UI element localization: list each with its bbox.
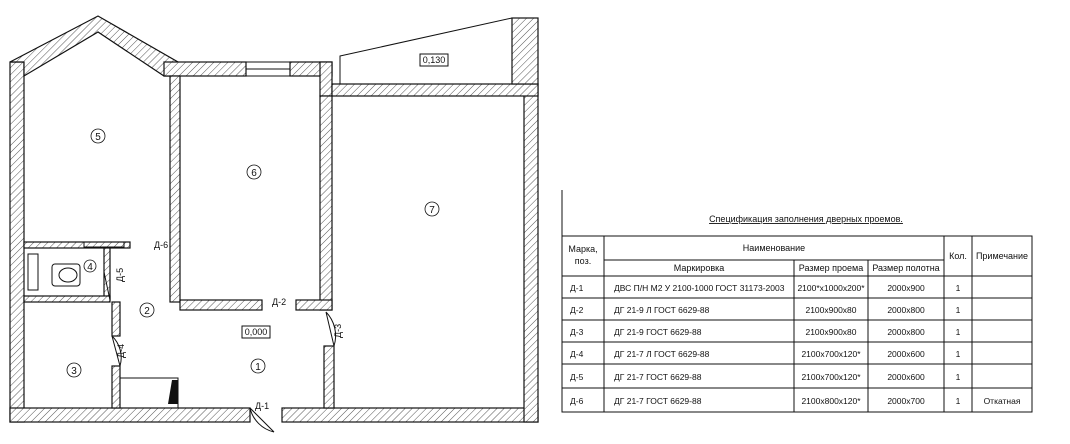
cell-mark: Д-4 <box>570 349 584 359</box>
cell-opening: 2100х900х80 <box>805 327 856 337</box>
cell-mark: Д-5 <box>570 372 584 382</box>
room-labels: 5 6 7 4 2 3 1 <box>66 128 440 378</box>
interior-partitions <box>23 75 335 409</box>
door-mark-d1: Д-1 <box>255 401 269 411</box>
header-name: Наименование <box>743 243 805 253</box>
spec-table-grid <box>561 235 1033 413</box>
room-number-1: 1 <box>255 362 261 373</box>
elevation-marks: 0,130 0,000 <box>241 53 449 339</box>
cell-leaf: 2000х600 <box>887 372 925 382</box>
header-opening: Размер проема <box>799 263 864 273</box>
cell-opening: 2100х800х120* <box>801 396 861 406</box>
cell-marking: ДГ 21-9 ГОСТ 6629-88 <box>614 327 702 337</box>
cell-leaf: 2000х800 <box>887 327 925 337</box>
cell-marking: ДГ 21-9 Л ГОСТ 6629-88 <box>614 305 710 315</box>
cell-marking: ДГ 21-7 Л ГОСТ 6629-88 <box>614 349 710 359</box>
room-number-2: 2 <box>144 306 150 317</box>
cell-mark: Д-2 <box>570 305 584 315</box>
cell-note: Откатная <box>984 396 1021 406</box>
cell-leaf: 2000х700 <box>887 396 925 406</box>
cell-opening: 2100х900х80 <box>805 305 856 315</box>
bathroom-fixtures <box>27 241 125 291</box>
cell-marking: ДГ 21-7 ГОСТ 6629-88 <box>614 396 702 406</box>
cell-opening: 2100*х1000х200* <box>797 283 865 293</box>
cell-mark: Д-6 <box>570 396 584 406</box>
door-mark-d4: Д-4 <box>116 344 126 358</box>
door-mark-d5: Д-5 <box>115 268 125 282</box>
elevation-hall: 0,000 <box>245 327 268 337</box>
room-number-3: 3 <box>71 366 77 377</box>
door-mark-d6: Д-6 <box>154 240 168 250</box>
header-note: Примечание <box>976 251 1028 261</box>
table-row: Д-2 ДГ 21-9 Л ГОСТ 6629-88 2100х900х80 2000… <box>570 305 961 315</box>
table-row: Д-6 ДГ 21-7 ГОСТ 6629-88 2100х800х120* 2000… <box>570 396 1021 406</box>
table-row: Д-3 ДГ 21-9 ГОСТ 6629-88 2100х900х80 2000х8… <box>570 327 961 337</box>
cell-qty: 1 <box>956 327 961 337</box>
header-qty: Кол. <box>949 251 967 261</box>
header-leaf: Размер полотна <box>872 263 939 273</box>
cell-opening: 2100х700х120* <box>801 372 861 382</box>
exterior-walls <box>9 15 539 423</box>
door-marks: Д-1 Д-2 Д-3 Д-4 Д-5 Д-6 <box>115 240 343 411</box>
cell-qty: 1 <box>956 305 961 315</box>
room-number-7: 7 <box>429 205 435 216</box>
cell-marking: ДВС П/Н М2 У 2100-1000 ГОСТ 31173-2003 <box>614 283 785 293</box>
cell-qty: 1 <box>956 349 961 359</box>
cell-leaf: 2000х800 <box>887 305 925 315</box>
cell-qty: 1 <box>956 372 961 382</box>
room-number-5: 5 <box>95 132 101 143</box>
table-row: Д-4 ДГ 21-7 Л ГОСТ 6629-88 2100х700х120* 20… <box>570 349 961 359</box>
table-row: Д-5 ДГ 21-7 ГОСТ 6629-88 2100х700х120* 2000… <box>570 372 961 382</box>
cell-marking: ДГ 21-7 ГОСТ 6629-88 <box>614 372 702 382</box>
cell-leaf: 2000х600 <box>887 349 925 359</box>
cell-mark: Д-3 <box>570 327 584 337</box>
elevation-balcony: 0,130 <box>423 55 446 65</box>
header-mark-line1: Марка, <box>568 244 597 254</box>
door-mark-d3: Д-3 <box>333 324 343 338</box>
spec-table-header: Марка, поз. Наименование Маркировка Разм… <box>568 243 1028 273</box>
door-mark-d2: Д-2 <box>272 297 286 307</box>
room-number-4: 4 <box>87 262 93 273</box>
spec-title: Спецификация заполнения дверных проемов. <box>709 214 903 224</box>
cell-opening: 2100х700х120* <box>801 349 861 359</box>
header-marking: Маркировка <box>674 263 725 273</box>
cell-leaf: 2000х900 <box>887 283 925 293</box>
table-row: Д-1 ДВС П/Н М2 У 2100-1000 ГОСТ 31173-200… <box>570 283 961 293</box>
floor-plan: 5 6 7 4 2 3 1 0,130 0,000 Д-1 Д-2 Д-3 Д-… <box>9 15 539 433</box>
room-number-6: 6 <box>251 168 257 179</box>
door-specification-table: Спецификация заполнения дверных проемов.… <box>561 190 1033 413</box>
doors <box>103 271 337 433</box>
header-mark-line2: поз. <box>575 256 591 266</box>
cell-qty: 1 <box>956 396 961 406</box>
cell-qty: 1 <box>956 283 961 293</box>
cell-mark: Д-1 <box>570 283 584 293</box>
spec-table-rows: Д-1 ДВС П/Н М2 У 2100-1000 ГОСТ 31173-200… <box>570 283 1021 406</box>
